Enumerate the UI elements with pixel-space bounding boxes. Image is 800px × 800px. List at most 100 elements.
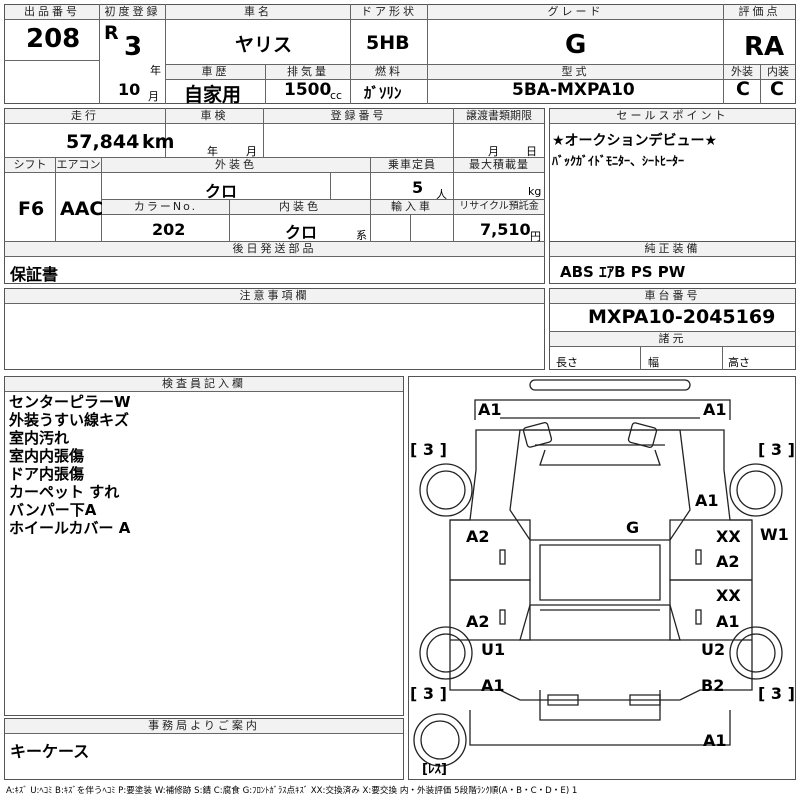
capacity: 5 — [412, 178, 424, 197]
recycle-fee: 7,510 — [480, 220, 531, 239]
int-color-label: 内装色 — [230, 200, 370, 215]
displacement: 1500 — [284, 80, 332, 100]
mark-door-fr-xx: XX — [716, 527, 741, 546]
mark-wheel-rl: [ 3 ] — [410, 684, 447, 703]
mark-quarter-right: U2 — [701, 640, 726, 659]
grade: G — [565, 30, 587, 60]
capacity-unit: 人 — [436, 188, 447, 201]
reg-month: 10 — [118, 80, 141, 99]
mark-fender-right: A1 — [695, 491, 719, 510]
mark-pillar-right: W1 — [760, 525, 789, 544]
mark-rear-left: A1 — [481, 676, 505, 695]
mark-quarter-left: U1 — [481, 640, 506, 659]
sales-point-1: ★オークションデビュー★ — [552, 133, 718, 149]
note-item: 室内汚れ — [9, 429, 70, 447]
grade-label: グレード — [428, 5, 723, 20]
fuel-type: ｶﾞｿﾘﾝ — [364, 84, 402, 102]
transfer-day-unit: 日 — [526, 145, 537, 158]
mark-wheel-fr: [ 3 ] — [758, 440, 795, 459]
top-info-panel — [4, 4, 796, 104]
mark-wheel-rr: [ 3 ] — [758, 684, 795, 703]
score-label: 評価点 — [724, 5, 795, 20]
car-history: 自家用 — [184, 84, 242, 106]
note-item: ドア内張傷 — [9, 465, 85, 483]
door-label: ドア形状 — [351, 5, 427, 20]
mileage: 57,844 — [66, 131, 140, 153]
aircon-label: エアコン — [56, 158, 101, 173]
recycle-label: リサイクル預託金 — [454, 200, 544, 215]
lot-no-label: 出品番号 — [5, 5, 99, 20]
inspection-month-unit: 月 — [246, 145, 257, 158]
exterior-grade: C — [736, 78, 750, 100]
lot-number: 208 — [26, 24, 81, 54]
max-load-label: 最大積載量 — [454, 158, 544, 173]
office-note: キーケース — [10, 742, 90, 761]
specs-label: 諸元 — [550, 332, 795, 347]
legend: A:ｷｽﾞ U:ﾍｺﾐ B:ｷｽﾞを伴うﾍｺﾐ P:要塗装 W:補修跡 S:錆 … — [6, 786, 578, 796]
model-code: 5BA-MXPA10 — [512, 80, 635, 100]
color-no-label: カラーNo. — [102, 200, 229, 215]
aircon: AAC — [60, 198, 104, 220]
exterior-label: 外装 — [724, 65, 760, 80]
car-name-label: 車名 — [166, 5, 350, 20]
note-item: バンパー下A — [9, 501, 97, 519]
mark-spare: [ﾚｽ] — [422, 762, 447, 777]
load-unit: kg — [528, 185, 542, 198]
plate-label: 登録番号 — [264, 109, 453, 124]
year-unit: 年 — [150, 64, 161, 77]
int-color: クロ — [285, 223, 318, 242]
car-diagram — [413, 379, 783, 767]
mileage-label: 走行 — [5, 109, 165, 124]
note-item: 室内内張傷 — [9, 447, 85, 465]
month-unit: 月 — [148, 90, 159, 103]
door-type: 5HB — [366, 32, 410, 54]
capacity-label: 乗車定員 — [371, 158, 453, 173]
transfer-docs-label: 譲渡書類期限 — [454, 109, 544, 124]
mark-door-rr-xx: XX — [716, 586, 741, 605]
note-item: カーペット すれ — [9, 483, 120, 501]
shift: F6 — [18, 198, 45, 220]
inspector-panel — [4, 376, 404, 716]
displacement-unit: cc — [330, 89, 343, 102]
office-label: 事務局よりご案内 — [5, 719, 403, 734]
mark-door-fl: A2 — [466, 527, 490, 546]
mileage-unit: km — [142, 131, 175, 153]
mark-rear-right: B2 — [701, 676, 725, 695]
fuel-label: 燃料 — [351, 65, 427, 80]
mark-door-fr: A2 — [716, 552, 740, 571]
interior-label: 内装 — [761, 65, 795, 80]
height-label: 高さ — [728, 356, 750, 369]
mark-door-rr: A1 — [716, 612, 740, 631]
later-parts-label: 後日発送部品 — [5, 242, 544, 257]
score: RA — [744, 32, 785, 62]
chassis-label: 車台番号 — [550, 289, 795, 304]
mark-front-right: A1 — [703, 400, 727, 419]
car-name: ヤリス — [235, 34, 293, 56]
int-color-unit: 系 — [356, 229, 367, 242]
sales-point-2: ﾊﾞｯｸｶﾞｲﾄﾞﾓﾆﾀｰ、ｼｰﾄﾋｰﾀｰ — [552, 154, 685, 168]
sales-point-panel — [549, 108, 796, 242]
note-item: ホイールカバー A — [9, 519, 131, 537]
length-label: 長さ — [556, 356, 578, 369]
displacement-label: 排気量 — [266, 65, 350, 80]
inspection-label: 車検 — [166, 109, 263, 124]
interior-grade: C — [770, 78, 784, 100]
reg-year: 3 — [124, 32, 143, 62]
shift-label: シフト — [5, 158, 55, 173]
transfer-month-unit: 月 — [488, 145, 499, 158]
recycle-unit: 円 — [530, 230, 541, 243]
history-label: 車歴 — [166, 65, 265, 80]
cautions-label: 注意事項欄 — [5, 289, 544, 304]
later-parts: 保証書 — [10, 265, 59, 284]
genuine-equipment: ABS ｴｱB PS PW — [560, 263, 686, 281]
damage-diagram-panel — [408, 376, 796, 780]
width-label: 幅 — [648, 356, 659, 369]
model-label: 型式 — [428, 65, 723, 80]
mark-windshield: G — [626, 518, 640, 537]
inspector-label: 検査員記入欄 — [5, 377, 403, 392]
note-item: センターピラーW — [9, 393, 131, 411]
import-label: 輸入車 — [371, 200, 453, 215]
ext-color-label: 外装色 — [102, 158, 370, 173]
inspector-notes: センターピラーW 外装うすい線キズ 室内汚れ 室内内張傷 ドア内張傷 カーペット… — [9, 393, 131, 537]
chassis-number: MXPA10-2045169 — [588, 306, 776, 328]
